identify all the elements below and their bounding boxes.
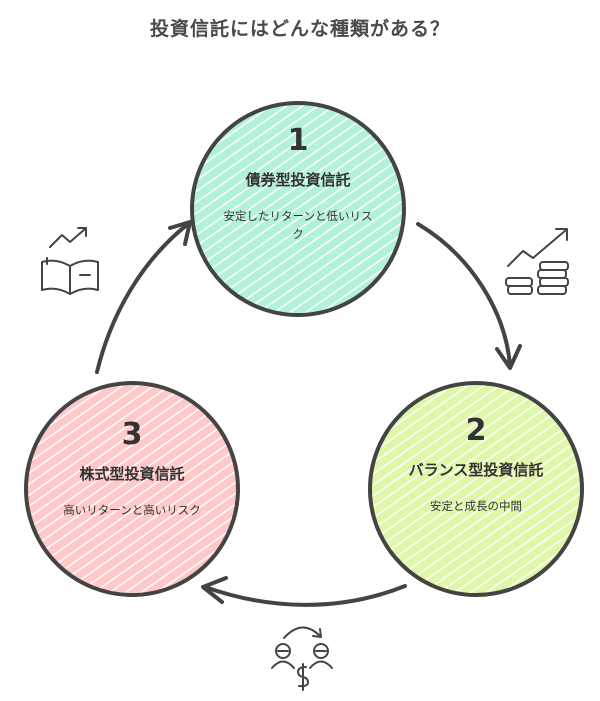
node-3-number: 3 [121,417,143,452]
node-1: 1 債券型投資信託 安定したリターンと低いリスク [218,124,378,243]
arrow-3-to-1-head [168,220,192,246]
arrow-2-to-3-head [201,576,228,604]
node-2-title: バランス型投資信託 [408,461,544,479]
book-growth-icon [41,227,99,295]
node-1-number: 1 [287,123,309,158]
cycle-arrows [95,220,522,607]
node-2-circle [368,381,584,597]
node-1-title: 債券型投資信託 [245,171,351,189]
node-2: 2 バランス型投資信託 安定と成長の中間 [396,414,556,515]
coins-growth-icon [505,228,569,295]
arrow-1-to-2 [416,222,512,367]
arrow-1-to-2-head [495,344,522,370]
arrow-2-to-3 [203,584,407,607]
node-3-circle [24,381,240,597]
node-3-desc: 高いリターンと高いリスク [63,503,201,517]
node-2-desc: 安定と成長の中間 [430,499,522,513]
node-2-number: 2 [465,413,487,448]
page-title: 投資信託にはどんな種類がある？ [149,18,450,40]
money-exchange-icon [271,626,333,691]
node-3-title: 株式型投資信託 [79,465,185,483]
node-3: 3 株式型投資信託 高いリターンと高いリスク [52,418,212,519]
node-1-circle [190,101,406,317]
arrow-3-to-1 [95,222,190,374]
node-1-desc: 安定したリターンと低いリスク [223,209,373,241]
